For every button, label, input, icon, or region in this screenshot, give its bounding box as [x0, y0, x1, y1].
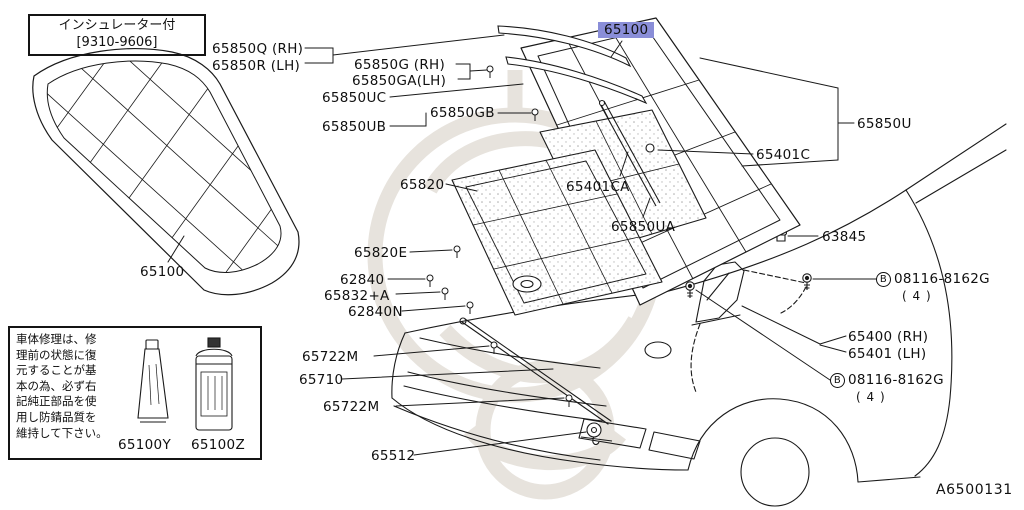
bolt-bottom-qty: ( 4 ) — [856, 390, 886, 404]
part-label-65850gb[interactable]: 65850GB — [430, 105, 495, 121]
part-label-65850q[interactable]: 65850Q (RH) — [212, 41, 304, 57]
part-label-65100-selected[interactable]: 65100 — [598, 22, 655, 38]
part-label-65401ca[interactable]: 65401CA — [566, 179, 630, 195]
part-label-65850g[interactable]: 65850G (RH) — [354, 57, 446, 73]
circled-b-icon: B — [830, 372, 845, 388]
weatherstrip-art — [497, 25, 648, 105]
part-label-65850uc[interactable]: 65850UC — [322, 90, 387, 106]
hood-rod-art — [598, 99, 661, 207]
clip-icons — [426, 65, 573, 407]
repair-note-line: 用し防錆品質を — [16, 409, 97, 424]
part-label-65400[interactable]: 65400 (RH) — [848, 329, 929, 345]
hood-lock-art — [580, 422, 613, 446]
part-label-65722m-upper[interactable]: 65722M — [302, 349, 359, 365]
insulator-note-range: [9310-9606] — [76, 35, 158, 50]
part-label-65710[interactable]: 65710 — [299, 372, 344, 388]
part-label-62840n[interactable]: 62840N — [348, 304, 403, 320]
part-label-65820[interactable]: 65820 — [400, 177, 445, 193]
part-label-65401[interactable]: 65401 (LH) — [848, 346, 927, 362]
part-label-65820e[interactable]: 65820E — [354, 245, 408, 261]
tube-illustration — [137, 339, 169, 423]
bolt-top-qty: ( 4 ) — [902, 289, 932, 303]
insulator-note-title: インシュレーター付 — [58, 18, 176, 33]
repair-note-line: 元することが基 — [16, 363, 97, 378]
bolt-icon — [685, 273, 812, 298]
part-label-65850r[interactable]: 65850R (LH) — [212, 58, 301, 74]
car-body-art — [391, 123, 1007, 507]
part-label-65850ua[interactable]: 65850UA — [611, 219, 676, 235]
part-label-65512[interactable]: 65512 — [371, 448, 416, 464]
part-label-65100-left-hood[interactable]: 65100 — [140, 264, 185, 280]
insulator-note-box — [28, 14, 206, 56]
spray-can-illustration — [195, 337, 233, 431]
part-label-bolt-bottom[interactable]: B 08116-8162G — [830, 372, 944, 388]
part-label-65832a[interactable]: 65832+A — [324, 288, 390, 304]
hinge-art — [690, 261, 807, 393]
part-label-62840[interactable]: 62840 — [340, 272, 385, 288]
bolt-bottom-number: 08116-8162G — [848, 372, 944, 388]
circled-b-icon: B — [876, 271, 891, 287]
part-label-65722m-lower[interactable]: 65722M — [323, 399, 380, 415]
leader-lines — [167, 34, 877, 456]
part-label-65100z[interactable]: 65100Z — [191, 437, 245, 453]
insulator-art — [451, 109, 707, 316]
part-label-65850u[interactable]: 65850U — [857, 116, 912, 132]
repair-note-line: 車体修理は、修 — [16, 332, 97, 346]
part-label-65401c[interactable]: 65401C — [756, 147, 811, 163]
diagram-code: A6500131 — [936, 482, 1013, 498]
repair-note-line: 理前の状態に復 — [16, 347, 97, 362]
repair-note-box — [8, 326, 262, 460]
repair-note-line: 記純正部品を使 — [16, 394, 97, 409]
part-label-65850ga[interactable]: 65850GA(LH) — [352, 73, 447, 89]
part-label-65850ub[interactable]: 65850UB — [322, 119, 387, 135]
part-label-bolt-top[interactable]: B 08116-8162G — [876, 271, 990, 287]
repair-note-line: 本の為、必ず右 — [16, 378, 97, 393]
repair-note-line: 維持して下さい。 — [16, 425, 108, 440]
repair-note-text: 車体修理は、修 理前の状態に復 元することが基 本の為、必ず右 記純正部品を使 … — [16, 332, 108, 441]
part-label-63845[interactable]: 63845 — [822, 229, 867, 245]
part-label-65100y[interactable]: 65100Y — [118, 437, 171, 453]
bolt-top-number: 08116-8162G — [894, 271, 990, 287]
